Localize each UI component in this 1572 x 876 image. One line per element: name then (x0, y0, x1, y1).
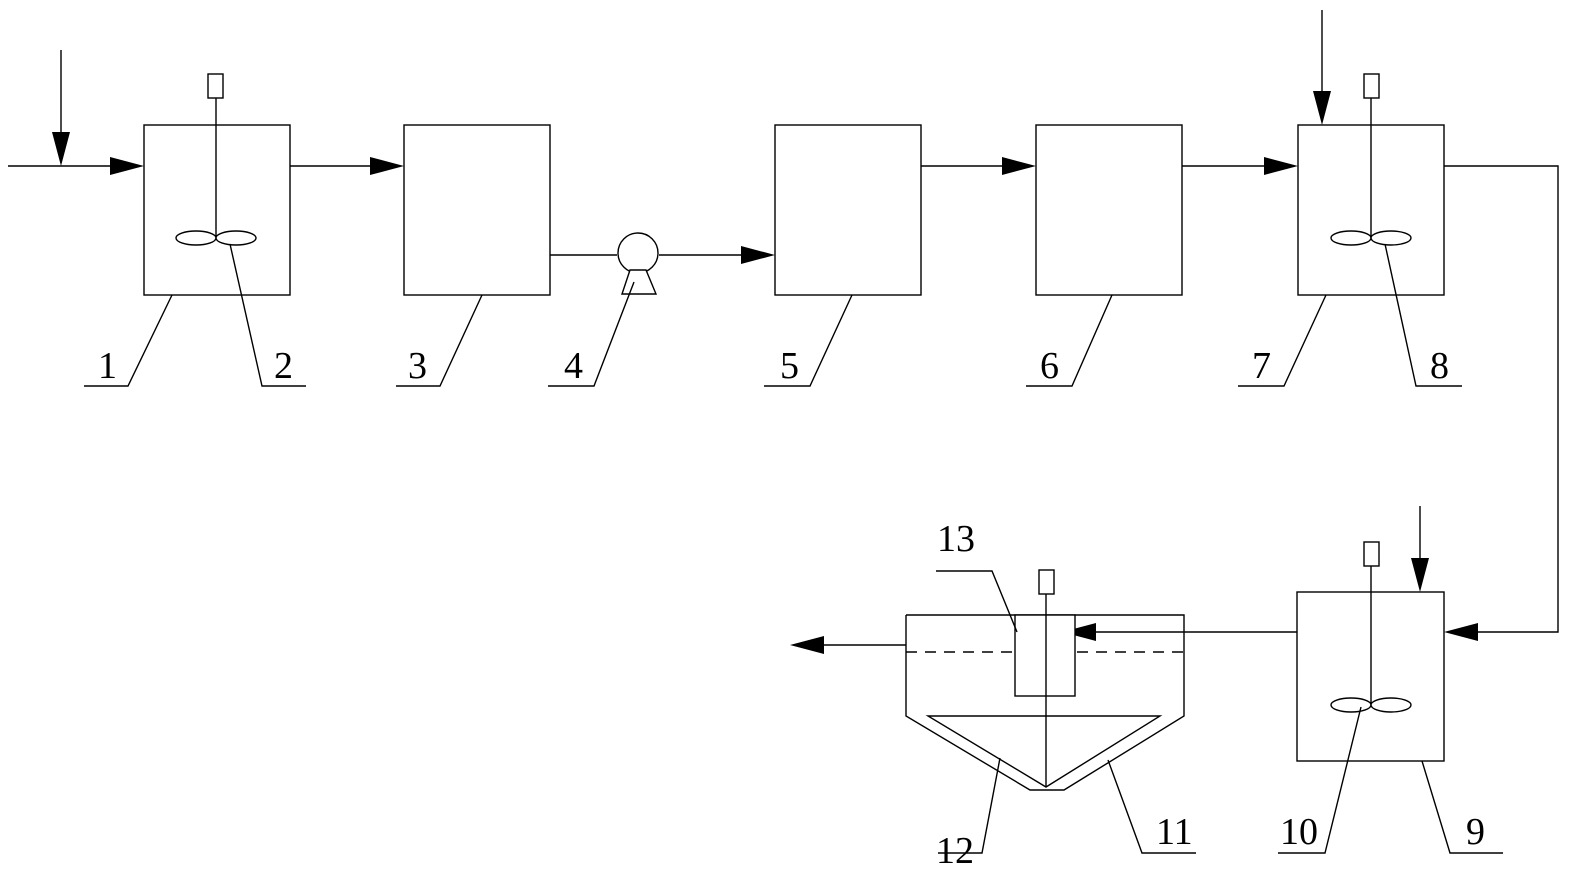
mixing-tank-7 (1297, 73, 1445, 296)
dosing-arrow-9 (1411, 506, 1429, 592)
flow-arrow-5-6 (921, 157, 1036, 175)
dosing-arrow-7 (1313, 10, 1331, 125)
label-8: 8 (1430, 345, 1449, 387)
flow-arrow-9-clarifier (1062, 623, 1297, 641)
leader-lines (84, 243, 1503, 854)
label-12: 12 (936, 830, 974, 872)
number-labels: 1 2 3 4 5 6 7 8 9 10 11 12 13 (98, 345, 1485, 872)
flow-arrow-1-3 (290, 157, 404, 175)
label-5: 5 (780, 345, 799, 387)
label-6: 6 (1040, 345, 1059, 387)
outlet-arrow (790, 636, 906, 654)
label-2: 2 (274, 345, 293, 387)
label-1: 1 (98, 345, 117, 387)
flow-line-7-9 (1444, 165, 1559, 641)
mixing-tank-9 (1296, 541, 1445, 762)
label-3: 3 (408, 345, 427, 387)
unit-box-3 (403, 124, 551, 296)
mixing-tank-1 (143, 73, 291, 296)
label-7: 7 (1252, 345, 1271, 387)
unit-box-5 (774, 124, 922, 296)
label-13: 13 (937, 518, 975, 560)
label-10: 10 (1280, 811, 1318, 853)
label-4: 4 (564, 345, 583, 387)
label-9: 9 (1466, 811, 1485, 853)
unit-box-6 (1035, 124, 1183, 296)
flow-arrow-6-7 (1182, 157, 1298, 175)
feed-inlet-arrow (8, 50, 144, 175)
clarifier-11 (905, 569, 1185, 791)
pump-4 (617, 232, 659, 295)
pump-line (550, 246, 775, 264)
label-11: 11 (1156, 811, 1193, 853)
